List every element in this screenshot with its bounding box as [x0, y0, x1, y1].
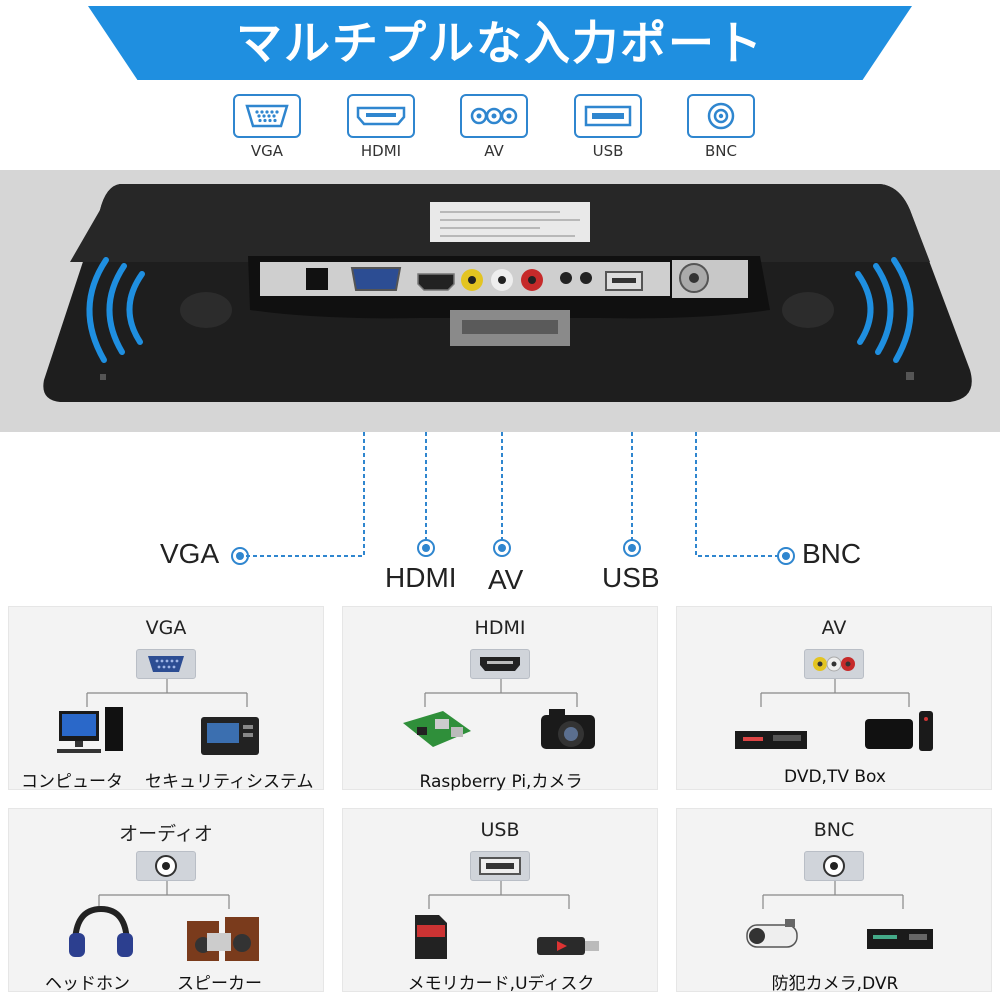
port-label: VGA: [250, 142, 284, 160]
dvr-icon: [867, 929, 933, 949]
panel-title: VGA: [145, 617, 187, 639]
panel-bnc: BNC 防犯カメラ,DVR: [676, 808, 992, 994]
bnc-icon: [804, 851, 864, 881]
tv-box-icon: [865, 711, 933, 751]
page-title: マルチプルな入力ポート: [236, 16, 764, 70]
security-system-icon: [201, 717, 259, 755]
panel-hdmi: HDMI Raspberry Pi,カメラ: [342, 606, 658, 792]
computer-icon: [57, 707, 123, 753]
headphones-icon: [69, 905, 133, 957]
panel-title: オーディオ: [119, 823, 213, 845]
device-caption: 防犯カメラ,DVR: [771, 974, 899, 994]
camera-icon: [541, 709, 595, 749]
port-label: HDMI: [360, 142, 402, 160]
vga-icon: [136, 649, 196, 679]
callout-hdmi: HDMI: [385, 562, 457, 593]
port-label: AV: [484, 142, 504, 160]
callout-vga: VGA: [160, 538, 220, 569]
callout-usb: USB: [602, 562, 660, 593]
port-label: USB: [592, 142, 624, 160]
vga-icon: [233, 94, 301, 138]
panel-vga: VGA コンピュータ セキュリティシステム: [8, 606, 324, 792]
panel-title: BNC: [813, 819, 855, 841]
port-hdmi: HDMI: [341, 94, 421, 160]
hdmi-icon: [347, 94, 415, 138]
callout-av: AV: [488, 564, 524, 595]
panel-av: AV DVD,TV Box: [676, 606, 992, 790]
monitor-back-photo: [0, 170, 1000, 432]
device-caption: DVD,TV Box: [784, 767, 886, 787]
device-caption: Raspberry Pi,カメラ: [419, 772, 583, 792]
device-label: スピーカー: [177, 974, 262, 994]
usb-icon: [470, 851, 530, 881]
av-icon: [460, 94, 528, 138]
speakers-icon: [187, 917, 259, 961]
panel-title: AV: [821, 617, 847, 639]
av-icon: [804, 649, 864, 679]
usb-drive-icon: [537, 937, 599, 955]
hdmi-icon: [470, 649, 530, 679]
device-label: セキュリティシステム: [145, 772, 314, 792]
port-vga: VGA: [227, 94, 307, 160]
usb-icon: [574, 94, 642, 138]
panel-title: USB: [480, 819, 520, 841]
port-icon-row: VGA HDMI AV USB BNC: [0, 94, 1000, 164]
audio-jack-icon: [136, 851, 196, 881]
port-callouts: VGA HDMI AV USB BNC: [0, 432, 1000, 604]
device-caption: メモリカード,Uディスク: [407, 974, 595, 994]
security-camera-icon: [746, 919, 798, 948]
title-banner: [88, 6, 912, 80]
panel-usb: USB メモリカード,Uディスク: [342, 808, 658, 994]
port-label: BNC: [705, 142, 737, 160]
panel-audio: オーディオ ヘッドホン スピーカー: [8, 808, 324, 994]
port-bnc: BNC: [681, 94, 761, 160]
device-label: ヘッドホン: [45, 974, 130, 994]
port-av: AV: [454, 94, 534, 160]
dvd-player-icon: [735, 731, 807, 749]
sd-card-icon: [415, 915, 447, 959]
device-label: コンピュータ: [21, 772, 123, 792]
panel-title: HDMI: [474, 617, 526, 639]
raspberry-pi-icon: [403, 711, 471, 747]
port-usb: USB: [568, 94, 648, 160]
callout-bnc: BNC: [802, 538, 862, 569]
bnc-icon: [687, 94, 755, 138]
